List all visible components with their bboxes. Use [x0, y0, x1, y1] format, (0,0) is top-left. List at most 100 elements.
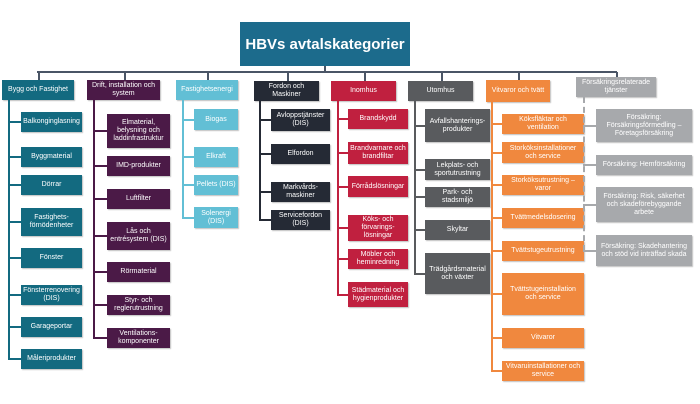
- subcategory-box[interactable]: Garageportar: [21, 317, 82, 337]
- subcategory-box[interactable]: Fönster: [21, 248, 82, 268]
- subcategory-box[interactable]: Försäkring: Skadehantering och stöd vid …: [596, 235, 692, 266]
- subcategory-box[interactable]: Solenergi (DIS): [194, 207, 238, 228]
- subcategory-box[interactable]: Brandskydd: [348, 109, 408, 129]
- subcategory-box[interactable]: Luftfilter: [107, 189, 170, 209]
- subcategory-box[interactable]: Ventilations-komponenter: [107, 328, 170, 348]
- subcategory-box[interactable]: Försäkring: Hemförsäkring: [596, 155, 692, 175]
- category-header[interactable]: Utomhus: [408, 81, 473, 101]
- branch-tick: [182, 216, 194, 219]
- branch-tick: [337, 118, 348, 120]
- subcategory-box[interactable]: Pellets (DIS): [194, 175, 238, 195]
- connector-line: [124, 72, 126, 80]
- subcategory-box[interactable]: Biogas: [194, 109, 238, 130]
- branch-tick: [491, 250, 502, 252]
- branch-line: [414, 101, 416, 274]
- subcategory-box[interactable]: Vitvaruinstallationer och service: [502, 361, 584, 381]
- branch-tick: [8, 294, 21, 296]
- branch-tick: [491, 337, 502, 339]
- subcategory-box[interactable]: Park- och stadsmiljö: [425, 187, 490, 207]
- connector-line: [38, 72, 40, 80]
- branch-tick: [93, 165, 107, 167]
- subcategory-box[interactable]: Vitvaror: [502, 328, 584, 348]
- subcategory-box[interactable]: Dörrar: [21, 175, 82, 195]
- category-header[interactable]: Vitvaror och tvätt: [486, 80, 550, 102]
- subcategory-box[interactable]: Servicefordon (DIS): [271, 210, 330, 230]
- branch-tick: [93, 130, 107, 132]
- subcategory-box[interactable]: Storköksinstallationer och service: [502, 142, 584, 163]
- subcategory-box[interactable]: Städmaterial och hygienprodukter: [348, 282, 408, 307]
- subcategory-box[interactable]: Trädgårdsmaterial och växter: [425, 253, 490, 294]
- branch-line: [491, 102, 493, 371]
- branch-line: [8, 100, 10, 359]
- subcategory-box[interactable]: Tvättmedelsdosering: [502, 208, 584, 228]
- subcategory-box[interactable]: Försäkring: Risk, säkerhet och skadeföre…: [596, 187, 692, 222]
- subcategory-box[interactable]: Köks- och förvarings-lösningar: [348, 215, 408, 241]
- subcategory-box[interactable]: Fastighets-förnödenheter: [21, 208, 82, 236]
- subcategory-box[interactable]: Måleriprodukter: [21, 349, 82, 369]
- subcategory-box[interactable]: Förrådslösningar: [348, 176, 408, 197]
- branch-tick: [93, 198, 107, 200]
- branch-tick: [491, 151, 502, 154]
- branch-tick: [414, 168, 425, 171]
- connector-line: [441, 72, 443, 81]
- branch-tick: [583, 164, 596, 166]
- subcategory-box[interactable]: Lekplats- och sportutrustning: [425, 159, 490, 180]
- branch-tick: [8, 257, 21, 259]
- branch-tick: [259, 191, 271, 193]
- branch-tick: [93, 271, 107, 273]
- subcategory-box[interactable]: IMD-produkter: [107, 156, 170, 176]
- category-header[interactable]: Bygg och Fastighet: [2, 80, 74, 100]
- branch-tick: [414, 196, 425, 198]
- branch-line: [182, 100, 184, 218]
- subcategory-box[interactable]: Elfordon: [271, 144, 330, 164]
- branch-tick: [8, 156, 21, 158]
- subcategory-box[interactable]: Markvårds-maskiner: [271, 182, 330, 202]
- subcategory-box[interactable]: Elkraft: [194, 147, 238, 167]
- subcategory-box[interactable]: Möbler och heminredning: [348, 249, 408, 269]
- subcategory-box[interactable]: Fönsterrenovering (DIS): [21, 285, 82, 305]
- connector-line: [37, 71, 617, 73]
- subcategory-box[interactable]: Balkonginglasning: [21, 112, 82, 132]
- connector-line: [207, 72, 209, 80]
- subcategory-box[interactable]: Lås och entrésystem (DIS): [107, 222, 170, 250]
- branch-tick: [491, 123, 502, 125]
- branch-tick: [337, 227, 348, 229]
- branch-tick: [8, 121, 21, 123]
- subcategory-box[interactable]: Brandvarnare och brandfiltar: [348, 142, 408, 164]
- connector-line: [518, 72, 520, 80]
- subcategory-box[interactable]: Styr- och reglerutrustning: [107, 295, 170, 315]
- subcategory-box[interactable]: Rörmaterial: [107, 262, 170, 282]
- branch-tick: [182, 156, 194, 158]
- branch-tick: [182, 184, 194, 186]
- branch-line: [337, 101, 339, 295]
- branch-tick: [414, 124, 425, 127]
- branch-tick: [491, 217, 502, 219]
- subcategory-box[interactable]: Elmaterial, belysning och laddinfrastruk…: [107, 114, 170, 148]
- connector-line: [364, 72, 366, 81]
- category-header[interactable]: Fordon och Maskiner: [254, 81, 319, 101]
- branch-tick: [8, 326, 21, 328]
- category-header[interactable]: Drift, installation och system: [87, 80, 160, 100]
- subcategory-box[interactable]: Avloppstjänster (DIS): [271, 109, 330, 131]
- branch-tick: [93, 304, 107, 306]
- subcategory-box[interactable]: Storköksutrustning – varor: [502, 175, 584, 195]
- branch-tick: [491, 293, 502, 295]
- branch-tick: [8, 221, 21, 223]
- subcategory-box[interactable]: Tvättstugeutrustning: [502, 241, 584, 261]
- subcategory-box[interactable]: Byggmaterial: [21, 147, 82, 167]
- branch-tick: [182, 118, 194, 121]
- subcategory-box[interactable]: Tvättstugeinstallation och service: [502, 273, 584, 315]
- category-header[interactable]: Fastighetsenergi: [176, 80, 238, 100]
- category-header[interactable]: Inomhus: [331, 81, 396, 101]
- subcategory-box[interactable]: Avfallshanterings-produkter: [425, 109, 490, 142]
- branch-tick: [337, 152, 348, 154]
- branch-line: [259, 101, 261, 220]
- connector-line: [287, 72, 289, 81]
- subcategory-box[interactable]: Köksfläktar och ventilation: [502, 114, 584, 134]
- category-header[interactable]: Försäkringsrelaterade tjänster: [576, 77, 656, 97]
- subcategory-box[interactable]: Försäkring: Försäkringsförmedling – Före…: [596, 109, 692, 142]
- branch-tick: [583, 124, 596, 127]
- connector-line: [616, 72, 618, 77]
- diagram-title: HBVs avtalskategorier: [240, 22, 410, 66]
- subcategory-box[interactable]: Skyltar: [425, 220, 490, 240]
